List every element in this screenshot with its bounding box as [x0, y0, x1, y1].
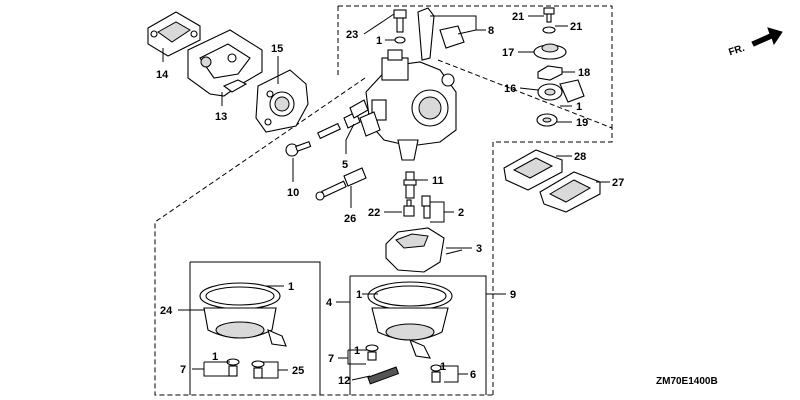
callout-labels: 14 13 15 23 1 8 21 21 17 18 16 1 19 28 2…: [156, 11, 624, 387]
part-26-screw-set: [315, 167, 367, 201]
callout-1-left-chamber: 1: [288, 281, 294, 293]
callout-10: 10: [287, 187, 299, 199]
callout-18: 18: [578, 67, 590, 79]
callout-4: 4: [326, 297, 333, 309]
callout-1-right-chamber: 1: [356, 289, 362, 301]
callout-15: 15: [271, 43, 283, 55]
callout-21-top: 21: [512, 11, 524, 23]
callout-9: 9: [510, 289, 516, 301]
front-direction-indicator: FR.: [727, 27, 783, 59]
front-label: FR.: [727, 43, 746, 59]
part-2-needle: [421, 195, 431, 219]
part-17-cover: [533, 43, 567, 60]
part-12-tube: [367, 366, 400, 385]
callout-7-right: 7: [328, 353, 334, 365]
carburetor-body: [359, 49, 457, 161]
callout-21-second: 21: [570, 21, 582, 33]
part-18-gasket: [537, 65, 563, 81]
callout-27: 27: [612, 177, 624, 189]
leader-lines: [162, 13, 610, 395]
callout-17: 17: [502, 47, 514, 59]
callout-8: 8: [488, 25, 494, 37]
part-21-screw: [543, 7, 555, 23]
part-27-gasket: [539, 171, 601, 213]
callout-1-under-23: 1: [376, 35, 382, 47]
callout-7-left: 7: [180, 364, 186, 376]
callout-26: 26: [344, 213, 356, 225]
callout-1-drain: 1: [440, 361, 446, 373]
callout-25: 25: [292, 365, 304, 377]
callout-1-left-bolt: 1: [212, 351, 218, 363]
callout-11: 11: [432, 175, 444, 187]
callout-3: 3: [476, 243, 482, 255]
front-arrow-icon: [751, 27, 783, 47]
callout-6: 6: [470, 369, 476, 381]
diagram-code: ZM70E1400B: [656, 376, 718, 387]
callout-13: 13: [215, 111, 227, 123]
callout-19: 19: [576, 117, 588, 129]
part-3-float: [385, 227, 463, 273]
callout-5: 5: [342, 159, 348, 171]
part-22-jet: [403, 199, 415, 217]
part-21-washer: [542, 26, 556, 34]
part-23-screw: [393, 9, 407, 44]
part-13-insulator: [187, 29, 263, 97]
part-14-gasket: [147, 11, 201, 57]
part-7-bolt-right: [365, 344, 379, 361]
part-25-bolt: [251, 360, 265, 379]
callout-16: 16: [504, 83, 516, 95]
callout-1-right-bolt: 1: [354, 345, 360, 357]
part-15-gasket: [255, 69, 309, 133]
callout-1-right: 1: [576, 101, 582, 113]
part-8-choke-lever: [417, 7, 465, 61]
callout-14: 14: [156, 69, 169, 81]
part-6-drain-bolt: [430, 364, 442, 383]
callout-2: 2: [458, 207, 464, 219]
callout-24: 24: [160, 305, 173, 317]
callout-22: 22: [368, 207, 380, 219]
group-outlines: [154, 5, 613, 396]
part-28-gasket: [503, 149, 563, 191]
part-19-spring: [536, 113, 558, 127]
part-10-screw: [285, 141, 312, 157]
part-16-diaphragm: [537, 79, 585, 103]
callout-23: 23: [346, 29, 358, 41]
callout-12: 12: [338, 375, 350, 387]
part-24-float-chamber: [199, 282, 287, 347]
part-5-screw-set: [317, 99, 369, 140]
callout-28: 28: [574, 151, 586, 163]
part-11-jet: [403, 171, 417, 199]
part-9-float-chamber: [367, 281, 453, 359]
